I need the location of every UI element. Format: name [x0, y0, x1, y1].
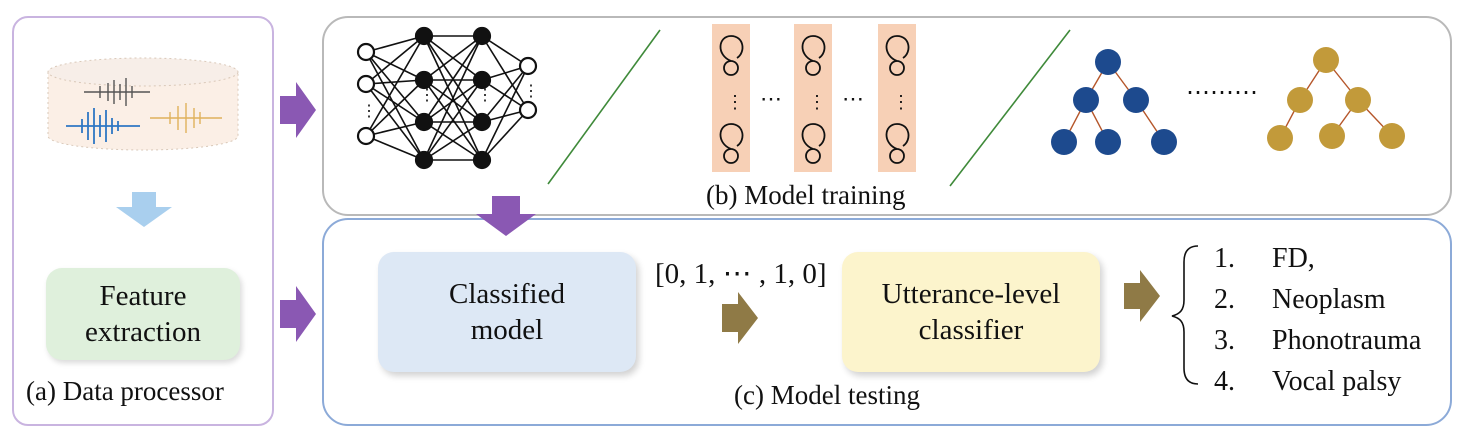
- svg-text:⋮: ⋮: [361, 103, 377, 120]
- model-testing-panel: [322, 218, 1452, 426]
- model-training-caption: (b) Model training: [706, 180, 906, 210]
- output-brace: [1171, 245, 1199, 385]
- blue-tree-icon: [1051, 49, 1177, 155]
- svg-text:⋮: ⋮: [523, 83, 539, 100]
- output-list: 1. FD, 2. Neoplasm 3. Phonotrauma 4. Vocal p…: [1214, 238, 1421, 402]
- list-item-label: Phonotrauma: [1272, 325, 1422, 356]
- rnn-cell-icon: ⋮: [712, 24, 750, 172]
- right-arrow-icon: [722, 292, 758, 344]
- gold-tree-icon: [1267, 47, 1405, 151]
- list-item: 3. Phonotrauma: [1214, 320, 1421, 361]
- feature-extraction-line2: extraction: [85, 316, 201, 348]
- utterance-classifier-box: Utterance-level classifier: [842, 252, 1100, 372]
- model-training-panel: [322, 16, 1452, 216]
- right-arrow-icon: [1124, 270, 1160, 322]
- list-item-number: 1.: [1214, 243, 1235, 274]
- divider-line: [547, 29, 661, 185]
- classified-model-box: Classified model: [378, 252, 636, 372]
- list-item-label: Neoplasm: [1272, 284, 1386, 315]
- utterance-classifier-line2: classifier: [918, 314, 1024, 346]
- audio-dataset-icon: [47, 57, 239, 151]
- model-testing-caption: (c) Model testing: [734, 380, 920, 410]
- rnn-cell-icon: ⋮: [878, 24, 916, 172]
- list-item-label: Vocal palsy: [1272, 366, 1402, 397]
- list-item: 1. FD,: [1214, 238, 1421, 279]
- list-item-number: 4.: [1214, 366, 1235, 397]
- svg-text:⋮: ⋮: [808, 92, 826, 112]
- list-item-number: 3.: [1214, 325, 1235, 356]
- list-item-number: 2.: [1214, 284, 1235, 315]
- rnn-ellipsis: ⋯: [760, 86, 782, 111]
- svg-text:⋮: ⋮: [726, 92, 744, 112]
- divider-line: [949, 29, 1071, 187]
- down-arrow-icon: [116, 192, 172, 227]
- neural-network-icon: ⋮ ⋮ ⋮ ⋮: [356, 26, 539, 170]
- feature-extraction-line1: Feature: [99, 280, 187, 312]
- feature-extraction-box: Feature extraction: [46, 268, 240, 360]
- list-item: 4. Vocal palsy: [1214, 361, 1421, 402]
- right-arrow-icon: [280, 286, 316, 342]
- prediction-vector: [0, 1, ⋯ , 1, 0]: [655, 258, 827, 290]
- svg-text:⋮: ⋮: [892, 92, 910, 112]
- svg-text:⋮: ⋮: [477, 87, 493, 104]
- tree-ellipsis: ⋯⋯⋯: [1186, 80, 1258, 106]
- svg-text:⋮: ⋮: [419, 87, 435, 104]
- rnn-ellipsis: ⋯: [842, 86, 864, 111]
- list-item-label: FD,: [1272, 243, 1315, 274]
- data-processor-panel: [12, 16, 274, 426]
- classified-model-line1: Classified: [449, 278, 565, 310]
- classified-model-line2: model: [470, 314, 544, 346]
- list-item: 2. Neoplasm: [1214, 279, 1421, 320]
- right-arrow-icon: [280, 82, 316, 138]
- utterance-classifier-line1: Utterance-level: [881, 278, 1061, 310]
- data-processor-caption: (a) Data processor: [26, 376, 224, 406]
- rnn-cell-icon: ⋮: [794, 24, 832, 172]
- down-arrow-icon: [476, 196, 536, 236]
